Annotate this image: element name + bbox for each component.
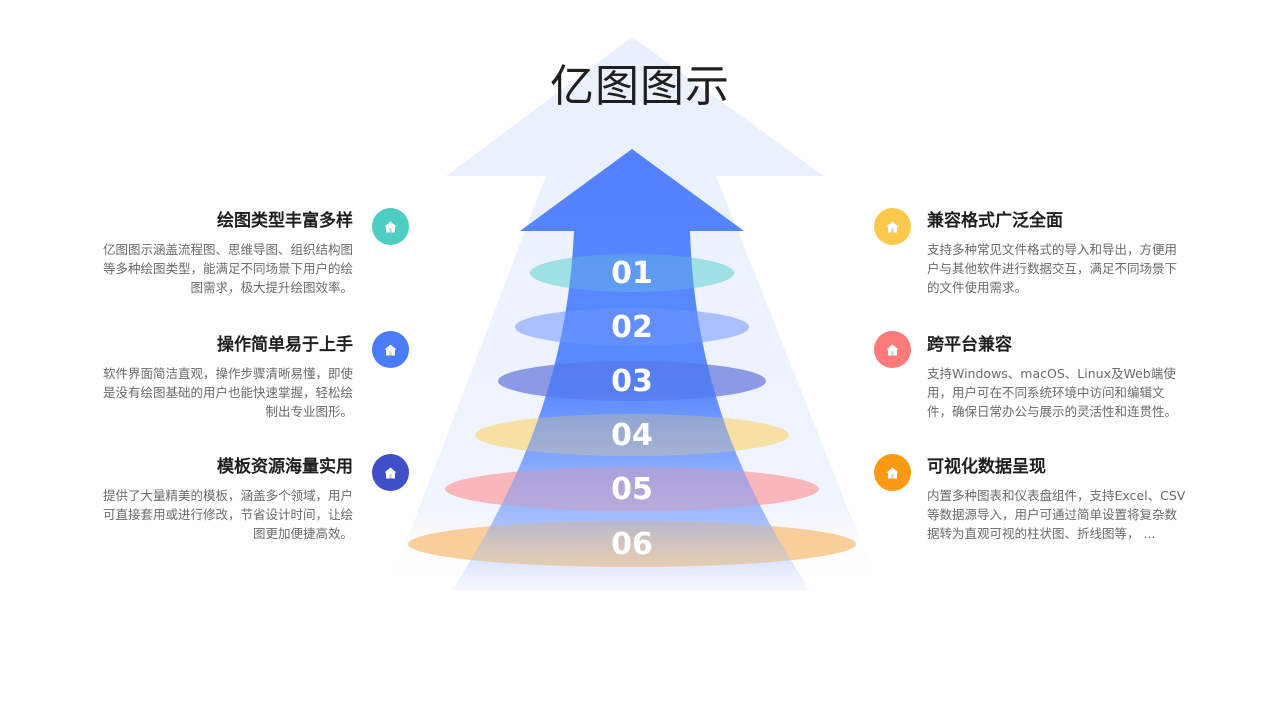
step-number-03: 03 xyxy=(611,364,653,399)
step-number-05: 05 xyxy=(611,472,653,507)
step-ring-overlay xyxy=(530,254,734,292)
home-icon xyxy=(372,208,409,245)
feature-desc: 内置多种图表和仪表盘组件，支持Excel、CSV等数据源导入，用户可通过简单设置… xyxy=(927,488,1186,541)
step-ring-overlay xyxy=(445,467,819,511)
feature-title: 模板资源海量实用 xyxy=(217,457,353,477)
feature-title: 兼容格式广泛全面 xyxy=(927,211,1063,231)
feature-title: 绘图类型丰富多样 xyxy=(217,211,353,231)
step-number-04: 04 xyxy=(611,418,653,453)
step-number-02: 02 xyxy=(611,310,653,345)
feature-item-templates: 模板资源海量实用 提供了大量精美的模板，涵盖多个领域，用户可直接套用或进行修改，… xyxy=(91,456,353,543)
main-arrow xyxy=(452,149,810,590)
feature-title: 可视化数据呈现 xyxy=(927,457,1046,477)
step-number-06: 06 xyxy=(611,527,653,562)
feature-item-easy-operation: 操作简单易于上手 软件界面简洁直观，操作步骤清晰易懂，即使是没有绘图基础的用户也… xyxy=(91,334,353,421)
step-ring-overlay xyxy=(515,308,749,346)
step-number-01: 01 xyxy=(611,256,653,291)
home-icon xyxy=(874,454,911,491)
feature-desc: 软件界面简洁直观，操作步骤清晰易懂，即使是没有绘图基础的用户也能快速掌握，轻松绘… xyxy=(102,366,353,419)
feature-title: 跨平台兼容 xyxy=(927,335,1012,355)
feature-desc: 亿图图示涵盖流程图、思维导图、组织结构图等多种绘图类型，能满足不同场景下用户的绘… xyxy=(102,242,353,295)
feature-item-drawing-types: 绘图类型丰富多样 亿图图示涵盖流程图、思维导图、组织结构图等多种绘图类型，能满足… xyxy=(91,210,353,297)
home-icon xyxy=(372,331,409,368)
home-icon xyxy=(874,331,911,368)
feature-item-cross-platform: 跨平台兼容 支持Windows、macOS、Linux及Web端使用，用户可在不… xyxy=(927,334,1189,421)
feature-desc: 支持多种常见文件格式的导入和导出，方便用户与其他软件进行数据交互，满足不同场景下… xyxy=(927,242,1178,295)
step-ring-overlay xyxy=(408,521,856,567)
home-icon xyxy=(874,208,911,245)
step-ring-overlay xyxy=(498,361,766,401)
page-title: 亿图图示 xyxy=(550,61,730,112)
feature-title: 操作简单易于上手 xyxy=(217,335,353,355)
home-icon xyxy=(372,454,409,491)
step-ring-overlay xyxy=(475,414,789,456)
feature-item-data-viz: 可视化数据呈现 内置多种图表和仪表盘组件，支持Excel、CSV等数据源导入，用… xyxy=(927,456,1189,543)
feature-item-format-compat: 兼容格式广泛全面 支持多种常见文件格式的导入和导出，方便用户与其他软件进行数据交… xyxy=(927,210,1189,297)
feature-desc: 提供了大量精美的模板，涵盖多个领域，用户可直接套用或进行修改，节省设计时间，让绘… xyxy=(102,488,353,541)
feature-desc: 支持Windows、macOS、Linux及Web端使用，用户可在不同系统环境中… xyxy=(927,366,1178,419)
